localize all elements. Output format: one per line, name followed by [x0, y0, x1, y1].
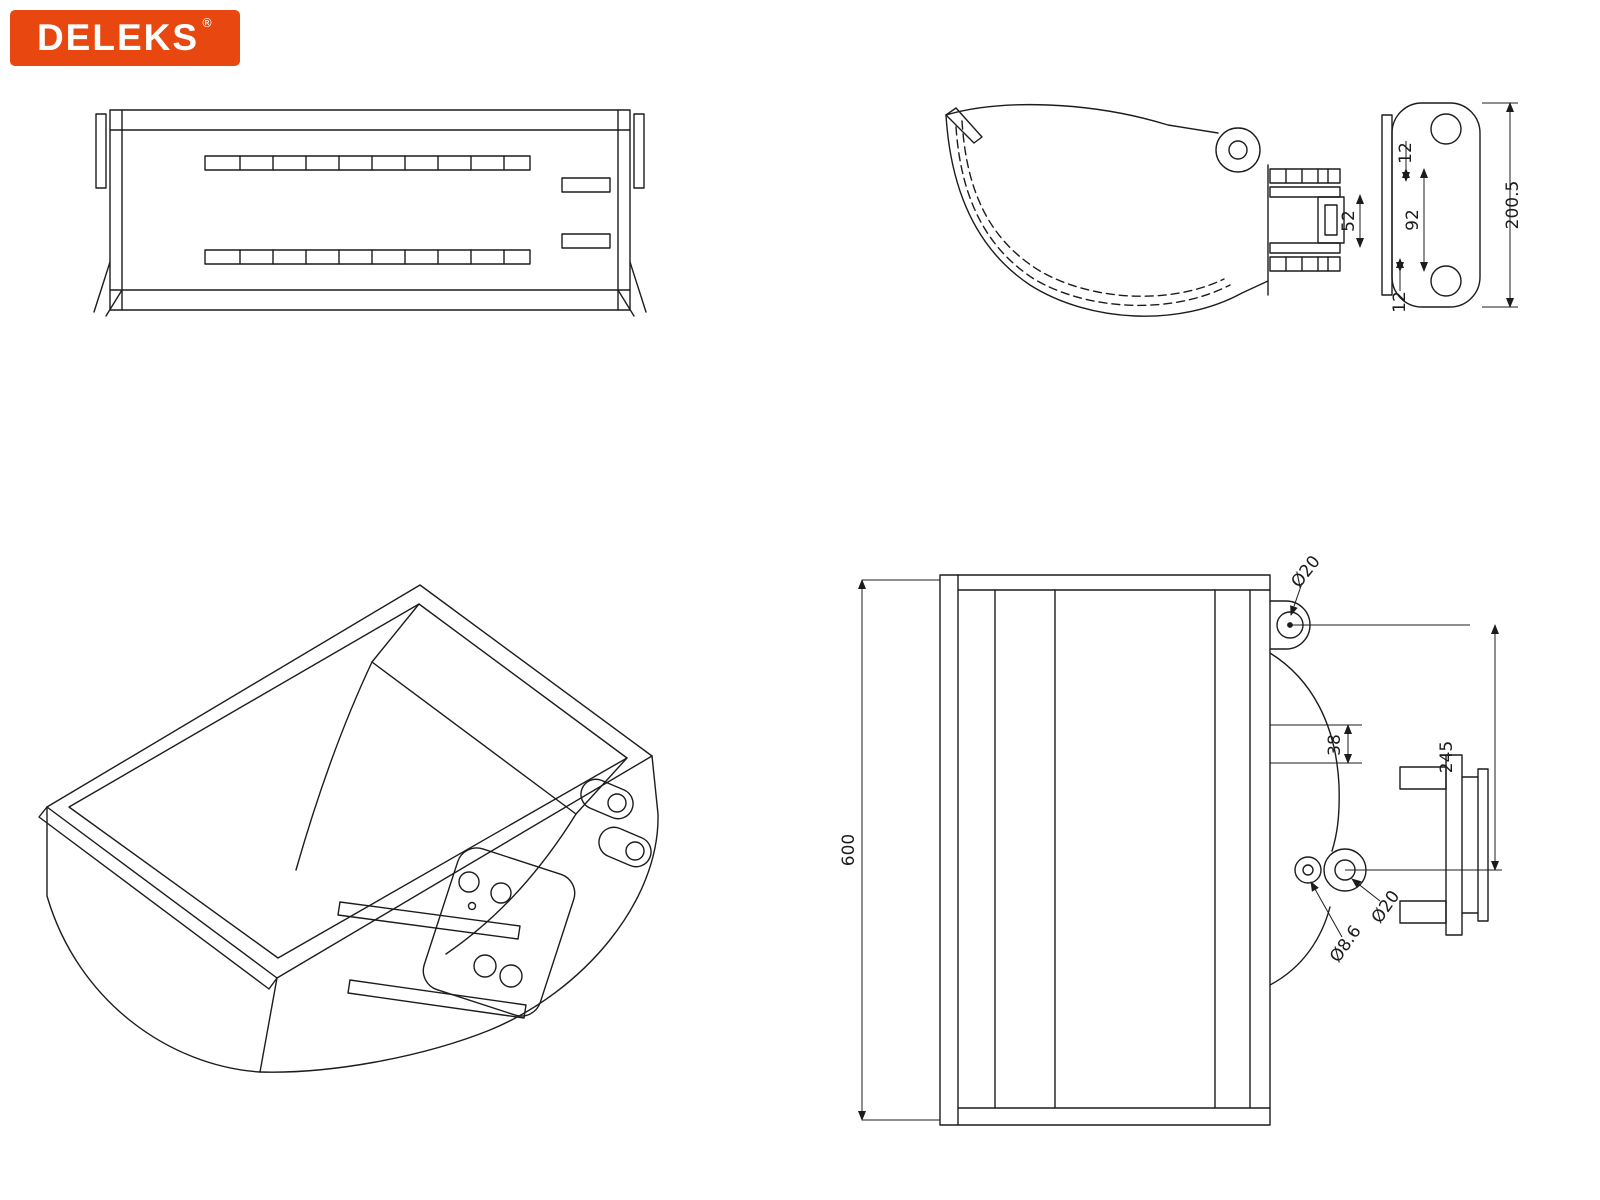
iso-bracket-plate — [422, 847, 576, 1017]
bracket-profile-upper — [1269, 652, 1340, 852]
dim-pin-spacing: 92 — [1403, 209, 1423, 231]
iso-cutting-lip — [38, 806, 278, 990]
deleks-logo: DELEKS ® — [10, 10, 240, 66]
coupler-hole-top — [1430, 113, 1462, 145]
coupler-hole-bottom — [1430, 265, 1462, 297]
side-view-dimensions — [1356, 102, 1518, 308]
top-view — [90, 100, 650, 330]
iso-rim-inner — [68, 603, 628, 959]
bucket-top-edge — [945, 103, 1219, 134]
top-view-body — [93, 109, 647, 317]
iso-rail-1 — [337, 901, 521, 940]
right-mount-pad-top — [561, 177, 611, 193]
rear-body — [939, 574, 1271, 1126]
dim-bracket-span: 245 — [1437, 741, 1457, 773]
dim-plate-bottom: 12 — [1390, 291, 1410, 313]
secondary-hole — [1294, 856, 1322, 884]
bucket-outline — [109, 109, 631, 311]
dim-small-hole: Ø8.6 — [1326, 922, 1366, 967]
coupler-plate-outer — [1477, 768, 1489, 922]
iso-shell-left — [46, 806, 278, 1073]
hidden-line-2 — [961, 120, 1225, 297]
rear-bracket — [1269, 600, 1489, 986]
dim-top-hole: Ø20 — [1287, 555, 1324, 592]
hinge-boss — [1215, 127, 1261, 173]
coupler-plate — [1391, 102, 1481, 308]
left-side-plate — [95, 113, 107, 189]
logo-text: DELEKS — [36, 17, 200, 58]
top-view-drawing — [93, 109, 647, 317]
dim-hole-offset: 38 — [1325, 734, 1345, 756]
side-view-drawing: 200.5 92 52 12 12 — [945, 102, 1523, 317]
dim-plate-top: 12 — [1396, 142, 1416, 164]
bucket-back-outline — [939, 574, 1271, 1126]
isometric-drawing — [38, 584, 659, 1073]
coupler-plate-main — [1445, 754, 1463, 936]
bucket-profile — [945, 103, 1269, 317]
iso-back-wall — [371, 603, 628, 815]
bracket-profile-lower — [1269, 906, 1331, 986]
iso-rail-2 — [347, 979, 527, 1019]
rear-view-drawing: 600 Ø20 38 245 Ø20 Ø8.6 — [840, 555, 1502, 1126]
iso-tab-1 — [580, 778, 634, 820]
right-side-plate — [633, 113, 645, 189]
dim-overall-height: 200.5 — [1503, 181, 1523, 230]
registered-trademark-icon: ® — [201, 16, 214, 30]
dim-main-hole: Ø20 — [1368, 887, 1404, 927]
iso-tab-2 — [598, 826, 652, 868]
right-mount-pad-bottom — [561, 233, 611, 249]
cutting-edge — [945, 107, 983, 144]
coupler-bracket — [1269, 102, 1481, 308]
side-view: 200.5 92 52 12 12 — [930, 95, 1530, 355]
rear-view: 600 Ø20 38 245 Ø20 Ø8.6 — [840, 555, 1520, 1145]
rear-view-dimensions — [858, 579, 1502, 1121]
top-view-bolt-strips — [204, 155, 611, 265]
isometric-view — [20, 560, 680, 1100]
coupler-inner-plate — [1381, 114, 1393, 296]
iso-mount-assembly — [337, 778, 652, 1019]
bucket-shell — [945, 114, 1269, 317]
hidden-line-1 — [955, 126, 1231, 307]
coupler-bar-bottom — [1399, 900, 1447, 924]
iso-shell-right — [259, 755, 659, 1073]
dim-width: 600 — [840, 834, 859, 866]
isometric-bucket — [38, 584, 659, 1073]
dim-inner-width: 52 — [1339, 210, 1359, 232]
